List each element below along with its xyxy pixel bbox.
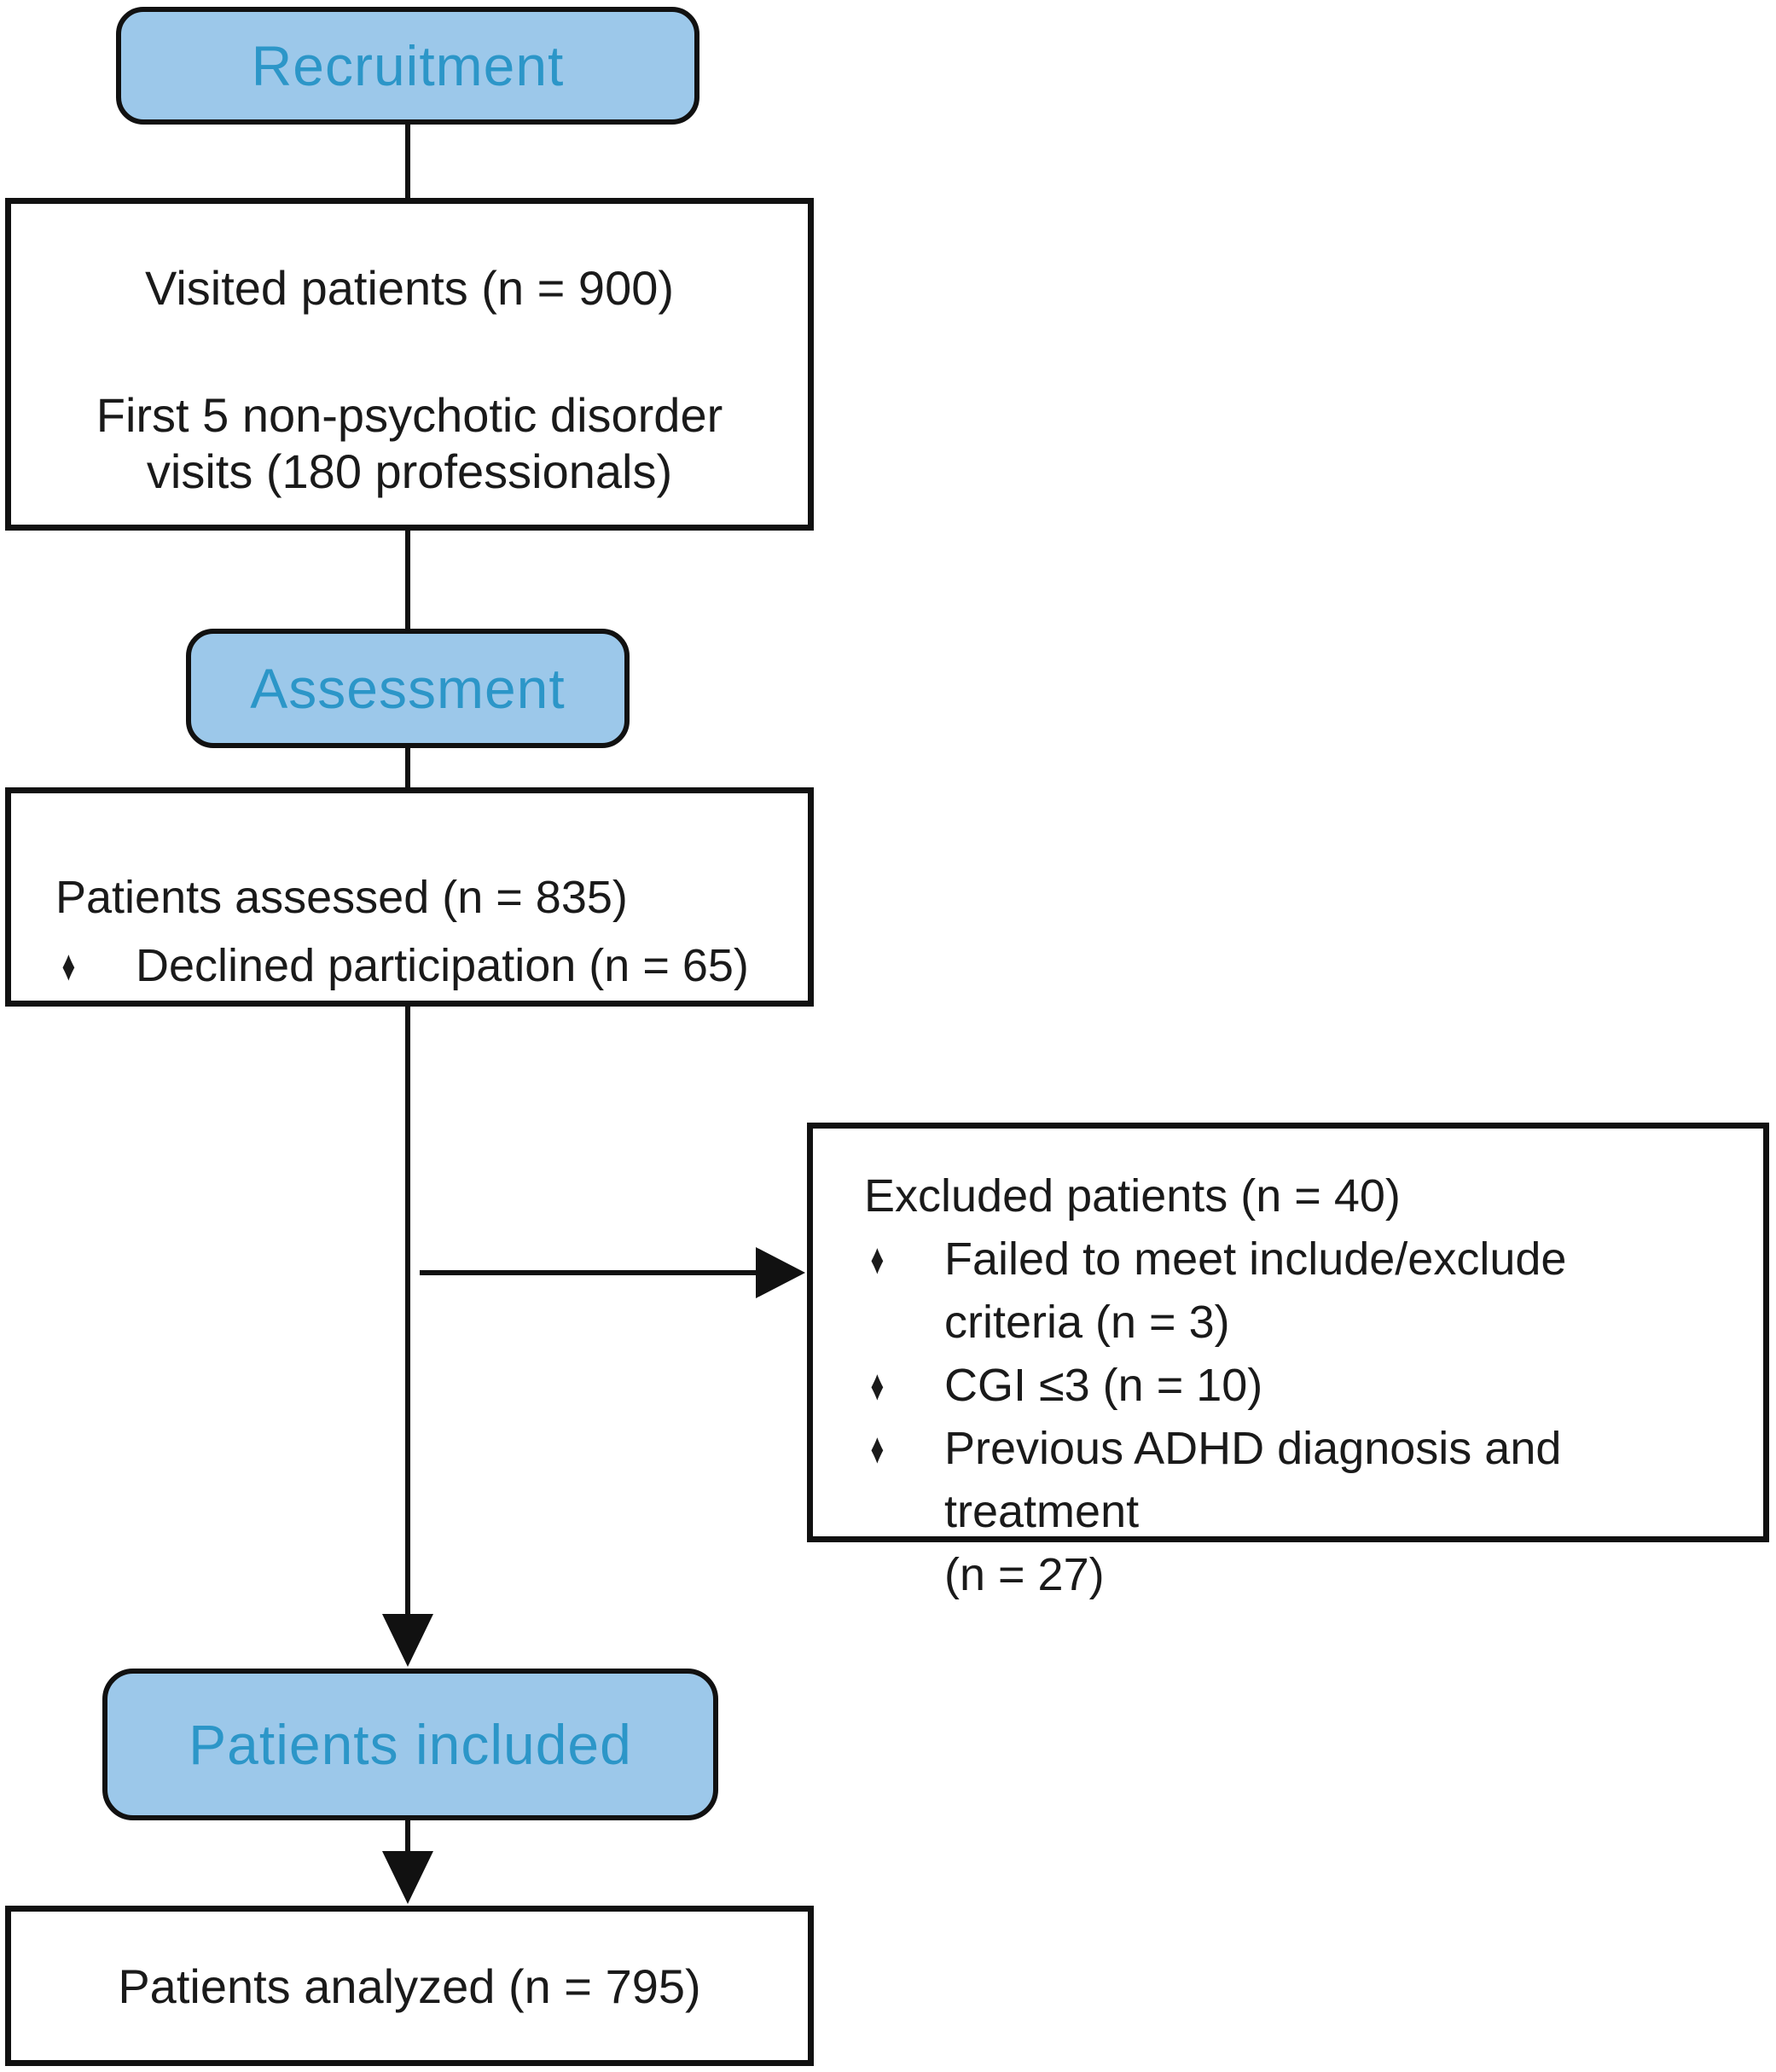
connector-recruitment-to-visited [405, 125, 410, 200]
connector-assessment-to-assessed [405, 748, 410, 789]
diamond-bullet-icon: ♦ [870, 1235, 885, 1283]
stage-assessment-label: Assessment [250, 657, 566, 720]
bullet-line: criteria (n = 3) [944, 1297, 1230, 1348]
patients-assessed-content: Patients assessed (n = 835) ♦ Declined p… [11, 793, 808, 1000]
stage-recruitment-label: Recruitment [251, 34, 565, 97]
stage-recruitment: Recruitment [116, 7, 699, 125]
connector-assessed-to-included [405, 1007, 410, 1617]
diamond-bullet-icon: ♦ [870, 1361, 885, 1409]
bullet-text: Declined participation (n = 65) [136, 932, 808, 1000]
bullet-line: Failed to meet include/exclude [944, 1233, 1567, 1285]
diamond-bullet-icon: ♦ [61, 942, 76, 990]
arrowhead-down-icon [382, 1614, 433, 1667]
box-patients-assessed: Patients assessed (n = 835) ♦ Declined p… [5, 787, 814, 1007]
connector-included-to-analyzed [405, 1820, 410, 1856]
patients-analyzed-title: Patients analyzed (n = 795) [118, 1959, 701, 2013]
excluded-patients-content: Excluded patients (n = 40) ♦ Failed to m… [813, 1129, 1763, 1606]
arrowhead-down-icon [382, 1851, 433, 1904]
diamond-bullet-icon: ♦ [870, 1425, 885, 1472]
bullet-line: Declined participation (n = 65) [136, 940, 749, 991]
box-excluded-patients: Excluded patients (n = 40) ♦ Failed to m… [807, 1123, 1769, 1600]
visited-patients-subtitle-line: First 5 non-psychotic disorder [96, 388, 723, 442]
bullet-line: CGI ≤3 (n = 10) [944, 1360, 1263, 1411]
connector-branch-to-excluded [420, 1270, 759, 1275]
list-item: ♦ Declined participation (n = 65) [55, 932, 808, 1000]
bullet-text: Failed to meet include/exclude criteria … [944, 1228, 1734, 1354]
stage-patients-included: Patients included [102, 1669, 718, 1820]
stage-patients-included-label: Patients included [189, 1713, 632, 1776]
stage-assessment: Assessment [186, 629, 630, 748]
visited-patients-subtitle-line: visits (180 professionals) [146, 444, 673, 498]
list-item: ♦ Failed to meet include/exclude criteri… [864, 1228, 1734, 1354]
bullet-text: Previous ADHD diagnosis and treatment (n… [944, 1417, 1734, 1606]
box-visited-patients: Visited patients (n = 900) First 5 non-p… [5, 198, 814, 531]
box-patients-analyzed: Patients analyzed (n = 795) [5, 1906, 814, 2066]
list-item: ♦ CGI ≤3 (n = 10) [864, 1354, 1734, 1417]
patients-assessed-title: Patients assessed (n = 835) [55, 872, 628, 923]
list-item: ♦ Previous ADHD diagnosis and treatment … [864, 1417, 1734, 1606]
visited-patients-title: Visited patients (n = 900) [144, 261, 675, 315]
bullet-line: (n = 27) [944, 1549, 1105, 1600]
arrowhead-right-icon [756, 1247, 805, 1298]
bullet-text: CGI ≤3 (n = 10) [944, 1354, 1734, 1417]
excluded-patients-title: Excluded patients (n = 40) [864, 1170, 1401, 1222]
connector-visited-to-assessment [405, 531, 410, 630]
visited-patients-subtitle: First 5 non-psychotic disorder visits (1… [11, 387, 808, 500]
bullet-line: Previous ADHD diagnosis and treatment [944, 1423, 1562, 1537]
